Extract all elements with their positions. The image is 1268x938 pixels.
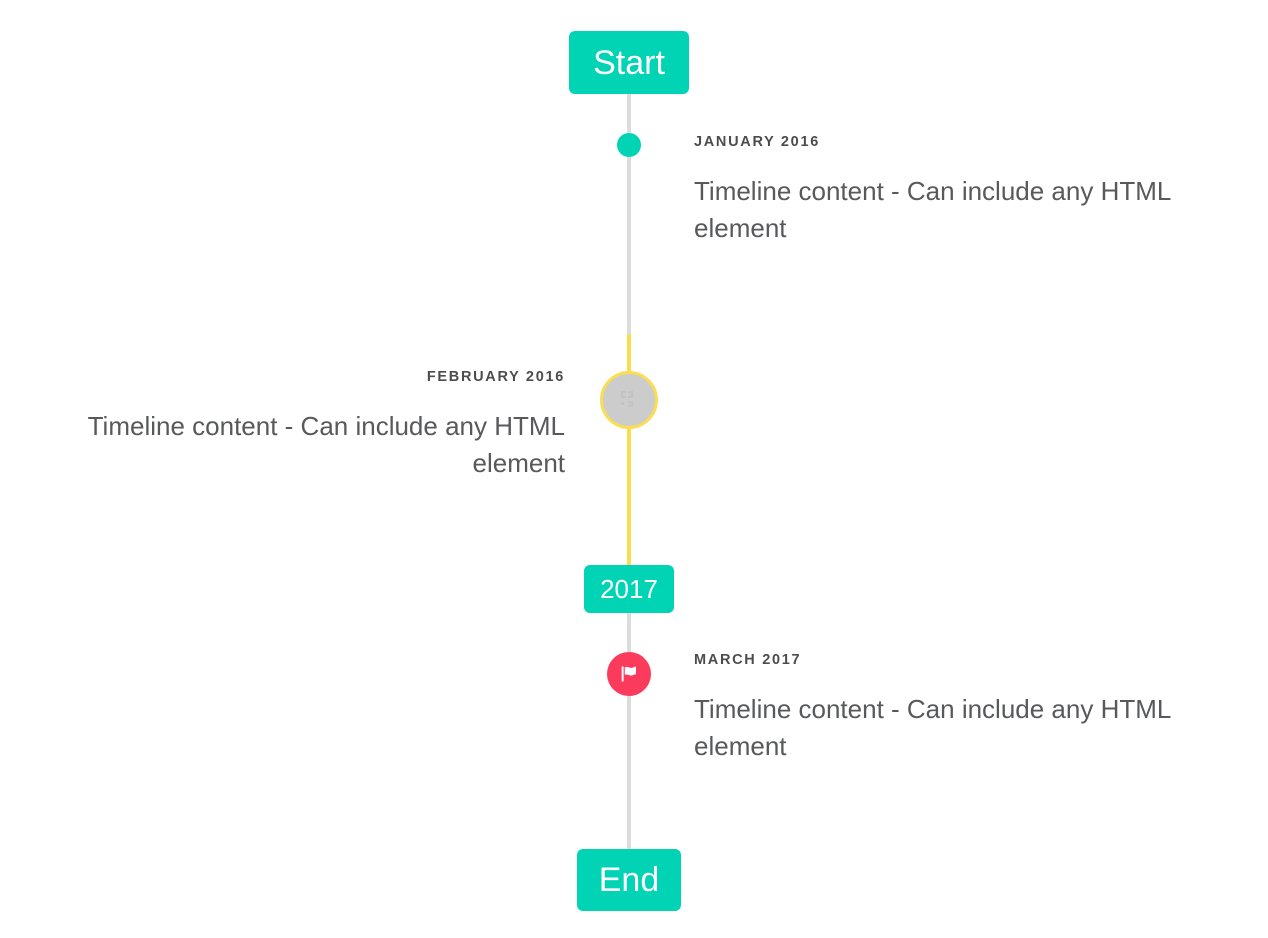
flag-icon xyxy=(618,663,640,685)
timeline-axis-segment-top xyxy=(627,94,631,338)
timeline-entry-january: JANUARY 2016 Timeline content - Can incl… xyxy=(694,134,1224,247)
timeline-year-badge-label: 2017 xyxy=(600,574,658,604)
timeline-year-badge[interactable]: 2017 xyxy=(584,565,674,613)
timeline-entry-body-february: Timeline content - Can include any HTML … xyxy=(87,411,565,479)
timeline-end-badge[interactable]: End xyxy=(577,849,681,911)
timeline-axis-segment-bottom xyxy=(627,613,631,851)
timeline-end-badge-label: End xyxy=(598,861,660,899)
timeline-entry-label-march: MARCH 2017 xyxy=(694,652,802,668)
timeline-start-badge[interactable]: Start xyxy=(569,31,689,94)
timeline-entry-label-february: FEBRUARY 2016 xyxy=(426,369,565,385)
broken-image-icon xyxy=(620,391,638,409)
timeline-entry-february: FEBRUARY 2016 Timeline content - Can inc… xyxy=(30,369,565,482)
timeline-marker-march[interactable] xyxy=(607,652,651,696)
timeline-start-badge-label: Start xyxy=(593,43,665,82)
timeline-entry-body-january: Timeline content - Can include any HTML … xyxy=(694,176,1171,244)
timeline-marker-january[interactable] xyxy=(617,133,641,157)
timeline-entry-label-january: JANUARY 2016 xyxy=(694,134,820,150)
timeline-entry-body-march: Timeline content - Can include any HTML … xyxy=(694,694,1171,762)
timeline-marker-february[interactable] xyxy=(600,371,658,429)
timeline-axis-segment-yellow xyxy=(627,334,631,566)
timeline-entry-march: MARCH 2017 Timeline content - Can includ… xyxy=(694,652,1224,765)
